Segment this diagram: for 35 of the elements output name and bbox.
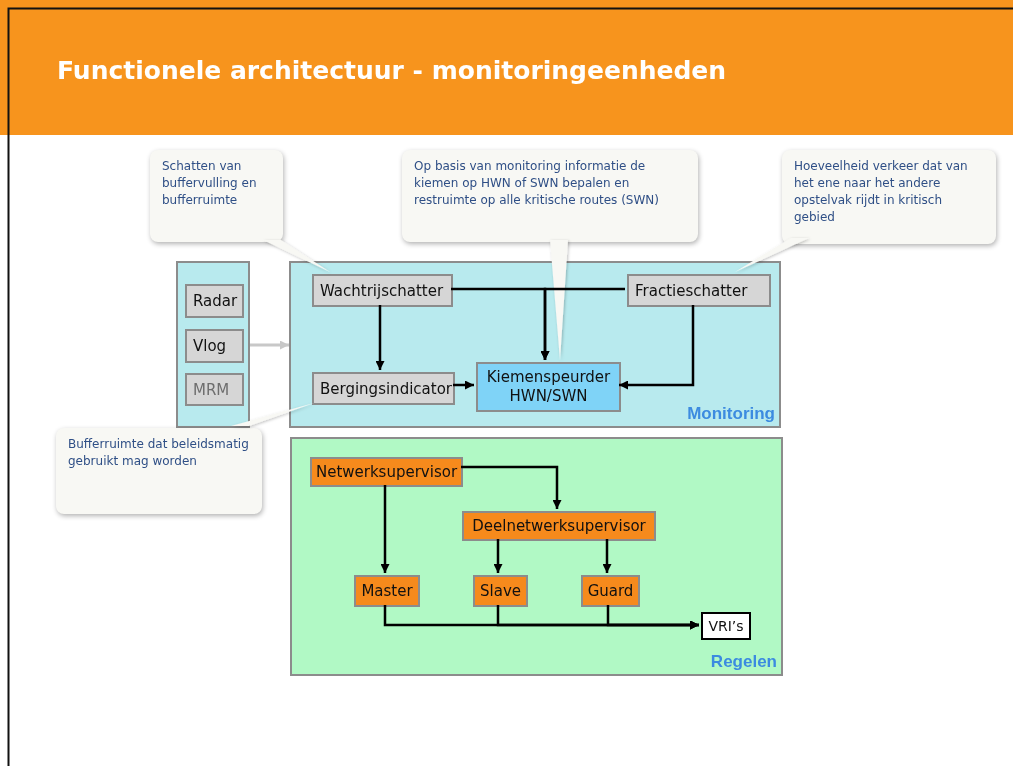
- arrow: [380, 485, 390, 573]
- process-box: Guard: [581, 575, 640, 607]
- process-box: Bergingsindicator: [312, 372, 455, 405]
- process-box: Fractieschatter: [627, 274, 771, 307]
- process-box: Wachtrijschatter: [312, 274, 453, 307]
- control-panel: [290, 437, 783, 676]
- process-box: Deelnetwerksupervisor: [462, 511, 656, 541]
- arrow: [602, 539, 612, 573]
- arrow: [493, 539, 503, 573]
- panel-title: Regelen: [710, 652, 777, 672]
- process-box: Master: [354, 575, 420, 607]
- source-box: Vlog: [185, 329, 244, 363]
- arrow: [540, 287, 625, 360]
- callout-note: Op basis van monitoring informatie de kiemen op HWN of SWN bepalen en restruimte op alle kritische routes (SWN): [402, 150, 698, 242]
- slide-title: Functionele architectuur - monitoringeenheden: [57, 56, 727, 85]
- callout-pointer: [263, 240, 330, 272]
- panel-title: Monitoring: [687, 404, 775, 424]
- callout-note: Schatten van buffervulling en bufferruimte: [150, 150, 283, 242]
- callout-note: Bufferruimte dat beleidsmatig gebruikt mag worden: [56, 428, 262, 514]
- arrow: [461, 465, 562, 509]
- output-box: VRI’s: [701, 612, 751, 640]
- arrow: [453, 380, 474, 390]
- process-box: Slave: [473, 575, 528, 607]
- source-box: Radar: [185, 284, 244, 318]
- process-box: Netwerksupervisor: [310, 457, 463, 487]
- arrow: [619, 305, 695, 390]
- callout-pointer: [231, 403, 314, 426]
- callout-note: Hoeveelheid verkeer dat van het ene naar het andere opstelvak rijdt in kritisch gebied: [782, 150, 996, 244]
- arrow: [606, 605, 699, 630]
- process-box: Kiemenspeurder HWN/SWN: [476, 362, 621, 412]
- source-panel: [176, 261, 250, 428]
- monitoring-panel: [289, 261, 781, 428]
- arrow: [250, 340, 289, 350]
- source-box: MRM: [185, 373, 244, 406]
- arrow: [375, 305, 385, 370]
